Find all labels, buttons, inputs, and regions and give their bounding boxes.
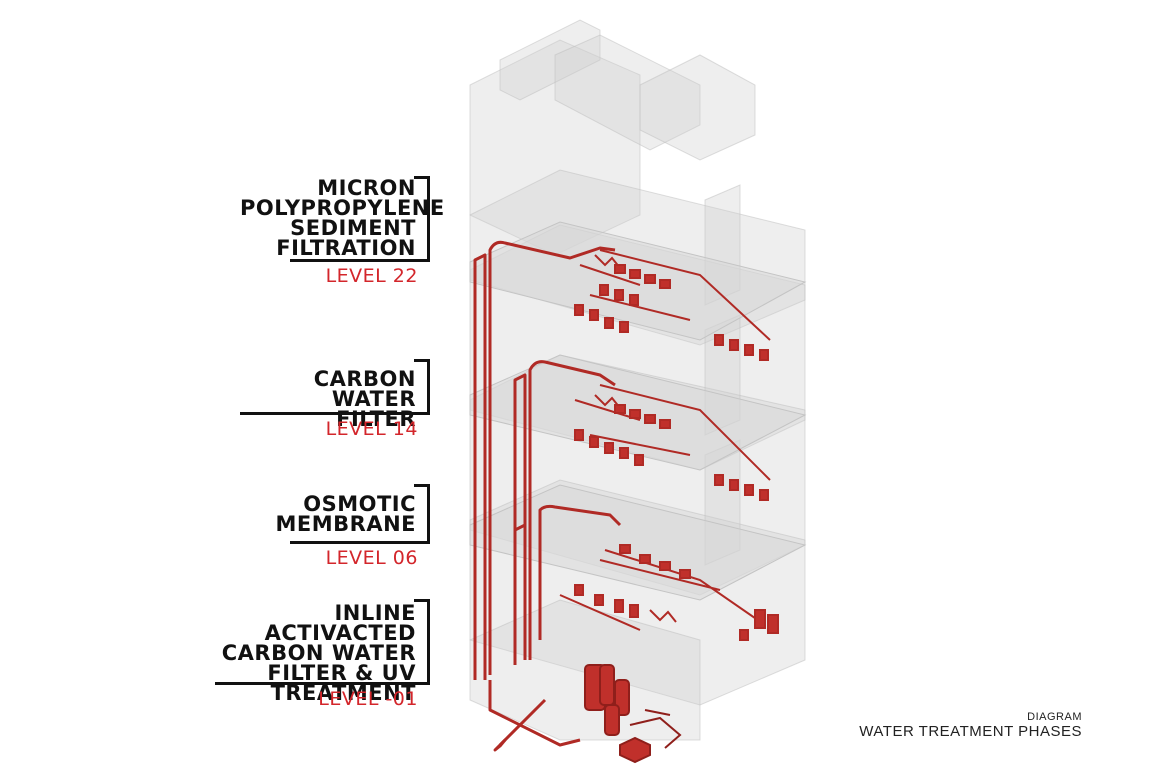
filters-level-06 [559,544,779,641]
floor-plate-level-22 [469,221,807,341]
label-bracket [414,484,430,544]
main-riser-pipe [473,253,487,680]
outflow-arrow [498,698,547,747]
filters-level-14 [574,384,771,501]
caption-subtitle: DIAGRAM [1027,711,1082,723]
label-title-level-minus-01: INLINE ACTIVACTED CARBON WATER FILTER & … [221,601,416,705]
label-level-text-06: LEVEL 06 [325,547,418,569]
label-level-text-14: LEVEL 14 [325,418,418,440]
label-level-06: OSMOTIC MEMBRANE LEVEL 06 [240,484,430,569]
label-bracket [414,599,430,685]
label-rule [215,682,430,685]
label-level-minus-01: INLINE ACTIVACTED CARBON WATER FILTER & … [215,599,430,710]
label-level-text-minus-01: LEVEL -01 [318,688,418,710]
filters-level-minus-01 [584,664,682,764]
diagram-caption: DIAGRAM WATER TREATMENT PHASES [859,711,1082,740]
label-level-14: CARBON WATER FILTER LEVEL 14 [240,359,430,440]
label-title-level-06: OSMOTIC MEMBRANE [275,492,416,536]
label-level-22: MICRON POLYPROPYLENE SEDIMENT FILTRATION… [240,176,445,287]
label-rule [290,259,430,262]
label-bracket [414,176,430,262]
piping-network [473,240,622,752]
caption-title: WATER TREATMENT PHASES [859,723,1082,740]
label-rule [240,412,430,415]
label-rule [290,541,430,544]
label-bracket [414,359,430,415]
filters-level-22 [574,249,771,361]
label-title-level-22: MICRON POLYPROPYLENE SEDIMENT FILTRATION [240,176,445,260]
floor-plate-level-06 [469,484,807,601]
label-level-text-22: LEVEL 22 [325,265,418,287]
